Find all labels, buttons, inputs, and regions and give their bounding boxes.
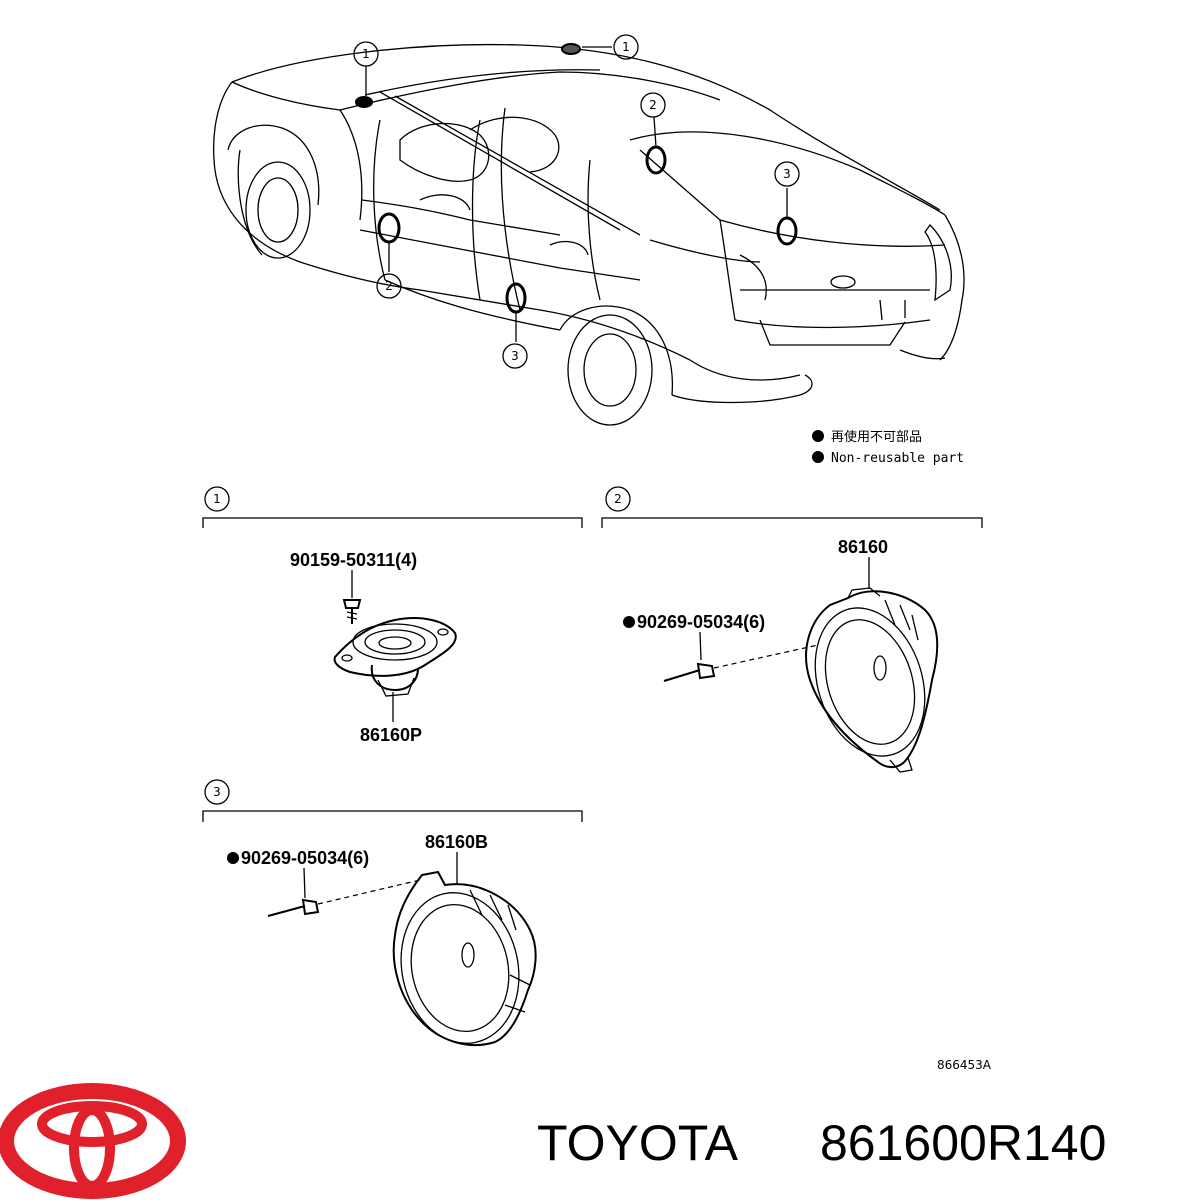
svg-text:1: 1 (622, 40, 630, 54)
part-label-86160B: 86160B (425, 832, 488, 852)
part-label-86160P: 86160P (360, 725, 422, 745)
screw-icon (342, 599, 362, 624)
section-1: 1 90159-50311(4) 86160P (202, 486, 583, 745)
non-reusable-bullet-icon (227, 852, 239, 864)
section-3: 3 86160B 90269-05034(6) (202, 779, 583, 1046)
legend-non-reusable-jp: 再使用不可部品 (831, 429, 922, 445)
svg-text:2: 2 (649, 98, 657, 112)
brand-name: TOYOTA (537, 1115, 739, 1171)
svg-text:1: 1 (362, 47, 370, 61)
section-number: 3 (213, 785, 221, 799)
section-number: 2 (614, 492, 622, 506)
callout-2a: 2 (640, 92, 666, 118)
door-speaker-icon (805, 587, 939, 773)
non-reusable-bullet-icon (812, 430, 824, 442)
part-label-86160: 86160 (838, 537, 888, 557)
legend: 再使用不可部品 Non-reusable part (812, 429, 964, 466)
speaker-location-2a (645, 145, 667, 175)
non-reusable-bullet-icon (812, 451, 824, 463)
svg-text:3: 3 (511, 349, 519, 363)
tweeter-speaker-icon (333, 617, 457, 697)
callout-2b: 2 (376, 273, 402, 299)
rivet-clip-icon (267, 898, 320, 917)
callout-1a: 1 (353, 41, 379, 67)
part-label-90159-50311: 90159-50311(4) (290, 550, 417, 570)
speaker-location-3a (776, 216, 798, 246)
speaker-location-1b (561, 43, 581, 55)
car-illustration (212, 43, 965, 426)
rivet-clip-icon (663, 662, 716, 682)
rear-speaker-icon (392, 870, 537, 1046)
speaker-location-1a (355, 96, 373, 108)
part-label-90269-05034: 90269-05034(6) (241, 848, 369, 868)
section-2: 2 86160 90269-05034(6) (601, 486, 983, 773)
callout-1b: 1 (613, 34, 639, 60)
non-reusable-bullet-icon (623, 616, 635, 628)
legend-non-reusable-en: Non-reusable part (831, 451, 964, 466)
callout-3a: 3 (774, 161, 800, 187)
part-number: 861600R140 (820, 1115, 1106, 1171)
svg-text:2: 2 (385, 279, 393, 293)
speaker-location-2b (377, 212, 401, 244)
svg-text:3: 3 (783, 167, 791, 181)
speaker-location-3b (505, 282, 527, 314)
callout-leaders (365, 46, 788, 342)
callout-3b: 3 (502, 343, 528, 369)
section-number: 1 (213, 492, 221, 506)
part-label-90269-05034: 90269-05034(6) (637, 612, 765, 632)
figure-code: 866453A (937, 1058, 992, 1072)
toyota-logo (0, 1083, 186, 1199)
